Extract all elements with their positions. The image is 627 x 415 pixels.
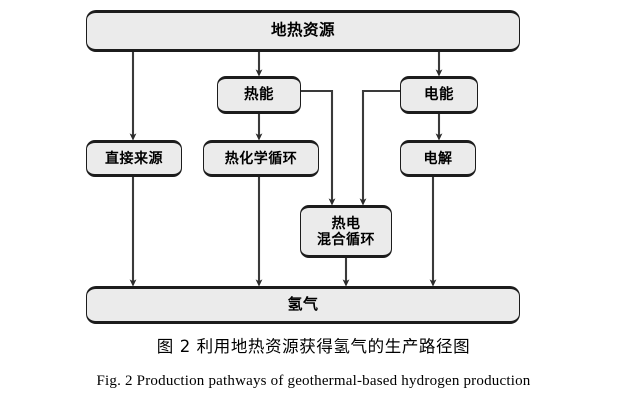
- node-hydrogen-label: 氢气: [287, 295, 319, 313]
- node-thermoelectric-hybrid-cycle: 热电 混合循环: [300, 205, 392, 258]
- connector-lines: [129, 52, 443, 287]
- edge-thermal-energy-to-hybrid: [301, 89, 336, 206]
- node-thermochemical-cycle: 热化学循环: [203, 140, 319, 177]
- node-geothermal-resource: 地热资源: [86, 10, 520, 52]
- flowchart-diagram: 地热资源 热能 电能 直接来源 热化学循环 电解 热电 混合循环 氢气: [86, 10, 520, 324]
- node-thermal-energy-label: 热能: [244, 86, 274, 103]
- node-direct-source-label: 直接来源: [105, 149, 163, 166]
- figure-caption-english: Fig. 2 Production pathways of geothermal…: [96, 373, 531, 389]
- node-thermochemical-cycle-label: 热化学循环: [224, 149, 298, 166]
- node-hydrogen: 氢气: [86, 286, 520, 324]
- node-electrolysis-label: 电解: [423, 149, 453, 166]
- edge-electric-energy-to-hybrid: [359, 89, 400, 206]
- figure-caption-chinese: 图 2 利用地热资源获得氢气的生产路径图: [156, 337, 471, 356]
- node-electrolysis: 电解: [400, 140, 476, 177]
- node-geothermal-resource-label: 地热资源: [270, 22, 335, 40]
- node-thermoelectric-hybrid-cycle-label: 热电 混合循环: [317, 214, 375, 247]
- node-electric-energy-label: 电能: [424, 86, 454, 103]
- node-electric-energy: 电能: [400, 76, 478, 114]
- node-thermal-energy: 热能: [217, 76, 301, 114]
- node-direct-source: 直接来源: [86, 140, 182, 177]
